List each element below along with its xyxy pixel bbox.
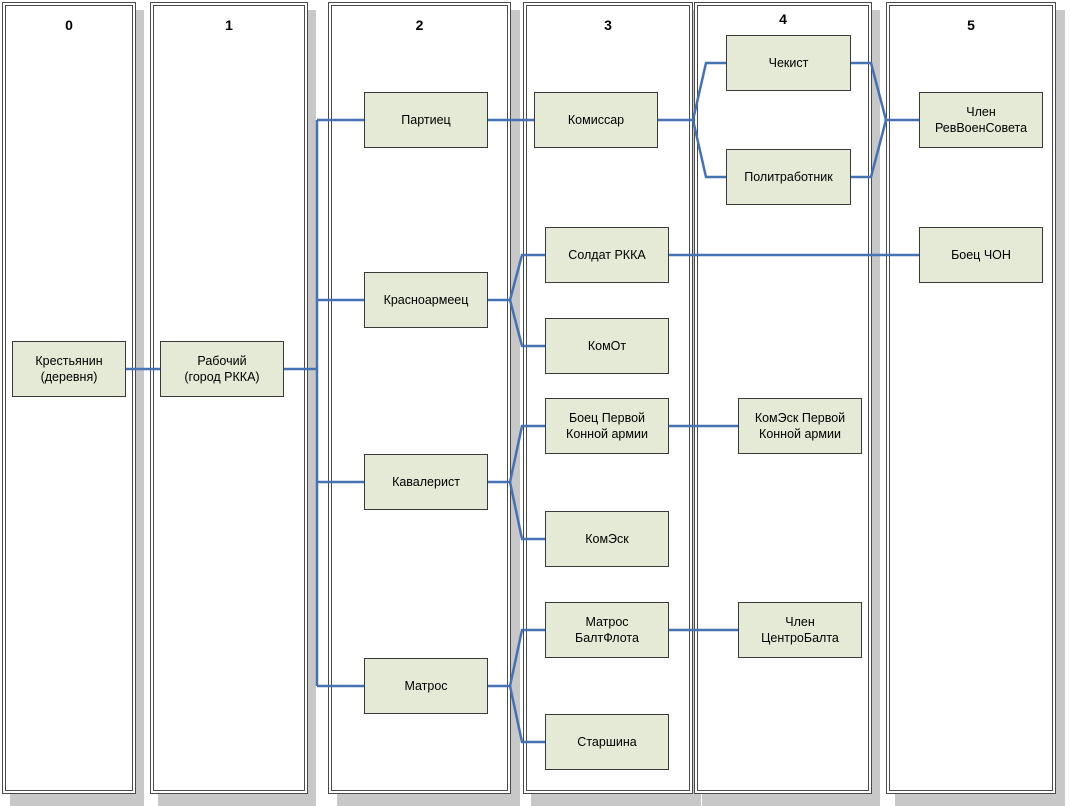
node-komesk: КомЭск	[545, 511, 669, 567]
node-chekist: Чекист	[726, 35, 851, 91]
node-kavalerist: Кавалерист	[364, 454, 488, 510]
column-title: 5	[967, 17, 975, 33]
node-soldat-rkka: Солдат РККА	[545, 227, 669, 283]
node-komesk-pervoy-konnoy: КомЭск Первой Конной армии	[738, 398, 862, 454]
node-matros: Матрос	[364, 658, 488, 714]
node-boets-chon: Боец ЧОН	[919, 227, 1043, 283]
node-matros-baltflota: Матрос БалтФлота	[545, 602, 669, 658]
node-krasnoarmeets: Красноармеец	[364, 272, 488, 328]
node-chlen-tsentrobalta: Член ЦентроБалта	[738, 602, 862, 658]
column-title: 2	[415, 17, 424, 33]
column-title: 4	[779, 11, 787, 27]
node-komissar: Комиссар	[534, 92, 658, 148]
node-boets-pervoy-konnoy: Боец Первой Конной армии	[545, 398, 669, 454]
column-1: 1	[150, 2, 308, 794]
node-komot: КомОт	[545, 318, 669, 374]
node-krestyanin: Крестьянин (деревня)	[12, 341, 126, 397]
column-title: 0	[65, 17, 73, 33]
node-rabochiy: Рабочий (город РККА)	[160, 341, 284, 397]
node-politrabotnik: Политработник	[726, 149, 851, 205]
node-chlen-revvoensoveta: Член РевВоенСовета	[919, 92, 1043, 148]
column-title: 3	[604, 17, 612, 33]
node-starshina: Старшина	[545, 714, 669, 770]
node-partiets: Партиец	[364, 92, 488, 148]
column-0: 0	[2, 2, 136, 794]
column-title: 1	[225, 17, 233, 33]
